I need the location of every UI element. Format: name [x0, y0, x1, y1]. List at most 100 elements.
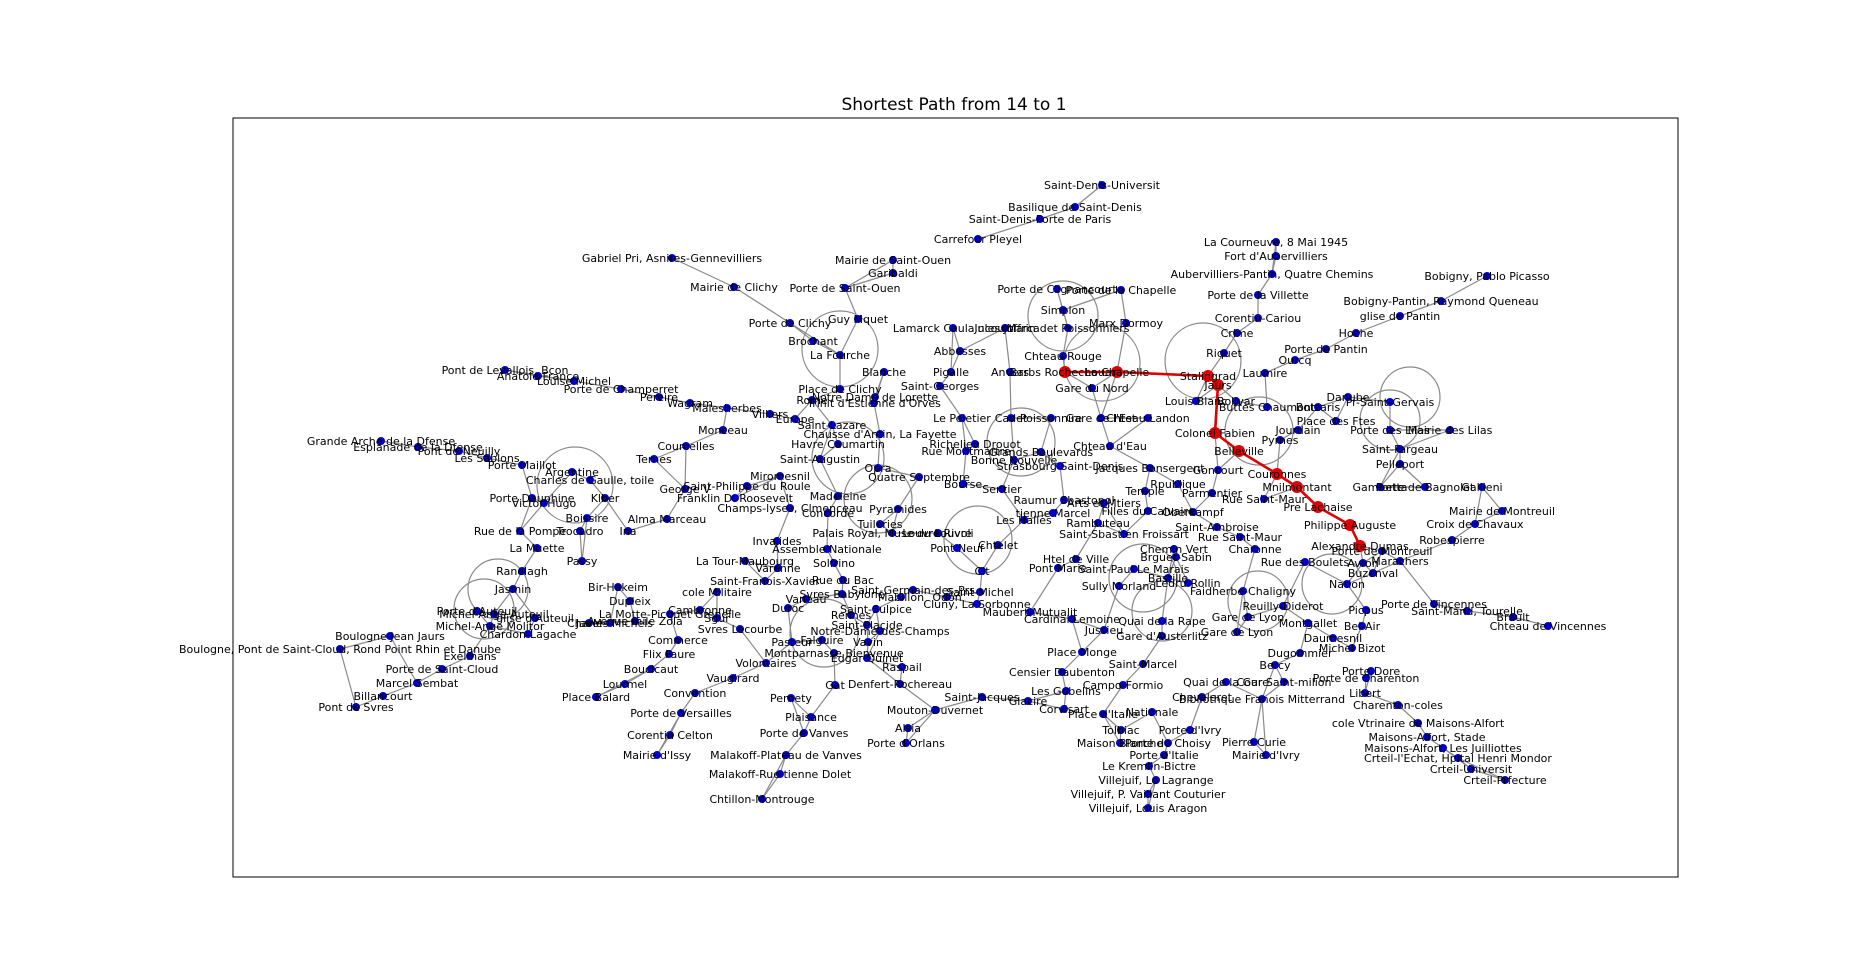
- station-node: [807, 713, 815, 721]
- edge: [937, 532, 958, 549]
- station-node: [1098, 181, 1106, 189]
- edge: [1379, 448, 1401, 488]
- station-label: Tuileries: [857, 518, 903, 531]
- station-node: [834, 492, 842, 500]
- station-node: [1348, 644, 1356, 652]
- station-label: Mairie des Lilas: [1408, 424, 1493, 437]
- station-label: Crteil-l'Echat, Hpital Henri Mondor: [1364, 752, 1552, 765]
- path-station-node: [1312, 501, 1324, 513]
- station-label: Les Gobelins: [1031, 685, 1101, 698]
- station-label: Porte de Champerret: [564, 383, 680, 396]
- station-node: [1483, 272, 1491, 280]
- station-node: [786, 319, 794, 327]
- station-node: [1369, 569, 1377, 577]
- station-label: Gallieni: [1461, 481, 1502, 494]
- edge: [1399, 463, 1426, 488]
- station-node: [1359, 559, 1367, 567]
- station-label: Pierre Curie: [1222, 736, 1286, 749]
- self-loop-edge: [1108, 543, 1178, 613]
- station-node: [1322, 345, 1330, 353]
- station-node: [1088, 384, 1096, 392]
- edge: [1335, 396, 1349, 422]
- station-node: [730, 283, 738, 291]
- station-label: Porte Maillot: [488, 459, 557, 472]
- edge: [1297, 406, 1319, 431]
- edge: [1451, 523, 1476, 541]
- station-node: [466, 652, 474, 660]
- station-node: [583, 514, 591, 522]
- station-node: [816, 455, 824, 463]
- station-node: [1232, 397, 1240, 405]
- station-node: [1115, 582, 1123, 590]
- station-node: [1272, 252, 1280, 260]
- station-node: [336, 645, 344, 653]
- station-node: [736, 625, 744, 633]
- edge: [669, 613, 679, 641]
- station-node: [971, 440, 979, 448]
- station-node: [1056, 462, 1064, 470]
- station-node: [1386, 426, 1394, 434]
- edge: [609, 586, 619, 624]
- station-label: Pont Marie: [1029, 562, 1088, 575]
- edge: [1175, 556, 1189, 584]
- station-label: Les Sablons: [454, 452, 519, 465]
- station-label: Cambronne: [668, 604, 732, 617]
- station-node: [836, 385, 844, 393]
- station-node: [1463, 607, 1471, 615]
- station-label: Le Peletier: [933, 412, 991, 425]
- station-label: Villejuif, Lo Lagrange: [1098, 774, 1213, 787]
- station-node: [741, 557, 749, 565]
- edge: [1027, 690, 1067, 702]
- self-loop-edge: [1379, 366, 1441, 428]
- edge: [839, 318, 859, 356]
- station-label: Bolivar: [1217, 395, 1256, 408]
- station-node: [696, 606, 704, 614]
- station-label: Goncourt: [1193, 464, 1244, 477]
- station-node: [663, 515, 671, 523]
- edge: [1074, 184, 1103, 208]
- station-node: [1053, 285, 1061, 293]
- station-label: Bel-Air: [1344, 620, 1381, 633]
- station-label: Wagram: [667, 397, 713, 410]
- station-label: Louise Michel: [537, 375, 611, 388]
- station-node: [1263, 403, 1271, 411]
- self-loop-edge: [1131, 580, 1193, 642]
- station-label: Carrefour Pleyel: [934, 233, 1022, 246]
- edge: [1133, 568, 1169, 579]
- edge: [519, 502, 545, 532]
- station-node: [1352, 329, 1360, 337]
- station-node: [871, 393, 879, 401]
- edge: [1097, 522, 1125, 535]
- station-label: Guy Mquet: [828, 313, 889, 326]
- station-label: Richelieu Drouot: [929, 438, 1021, 451]
- station-node: [809, 337, 817, 345]
- station-label: Rue Saint-Maur: [1198, 531, 1283, 544]
- station-node: [761, 577, 769, 585]
- station-node: [1100, 499, 1108, 507]
- station-label: Commerce: [648, 634, 708, 647]
- station-node: [1362, 606, 1370, 614]
- station-node: [1343, 580, 1351, 588]
- station-node: [1060, 496, 1068, 504]
- station-label: Gare de l'Est: [1066, 412, 1137, 425]
- self-loop-edge: [1027, 280, 1099, 352]
- station-label: La Chapelle: [1085, 366, 1150, 379]
- edge: [912, 589, 948, 598]
- station-label: Campo-Formio: [1083, 679, 1164, 692]
- station-label: Porte de Montreuil: [1332, 545, 1433, 558]
- station-node: [438, 665, 446, 673]
- station-label: Rue Montmartre: [921, 445, 1010, 458]
- edge: [787, 607, 793, 643]
- path-edge: [1238, 449, 1278, 476]
- edge: [866, 630, 881, 659]
- self-loop-edge: [789, 598, 859, 668]
- edge: [1264, 372, 1268, 408]
- station-node: [1378, 547, 1386, 555]
- station-node: [1130, 565, 1138, 573]
- station-label: Place d'Italie: [1068, 708, 1138, 721]
- edge: [899, 683, 936, 711]
- station-label: Mairie de Saint-Ouen: [835, 254, 951, 267]
- edge: [653, 445, 687, 460]
- station-node: [614, 583, 622, 591]
- edge: [1116, 322, 1127, 373]
